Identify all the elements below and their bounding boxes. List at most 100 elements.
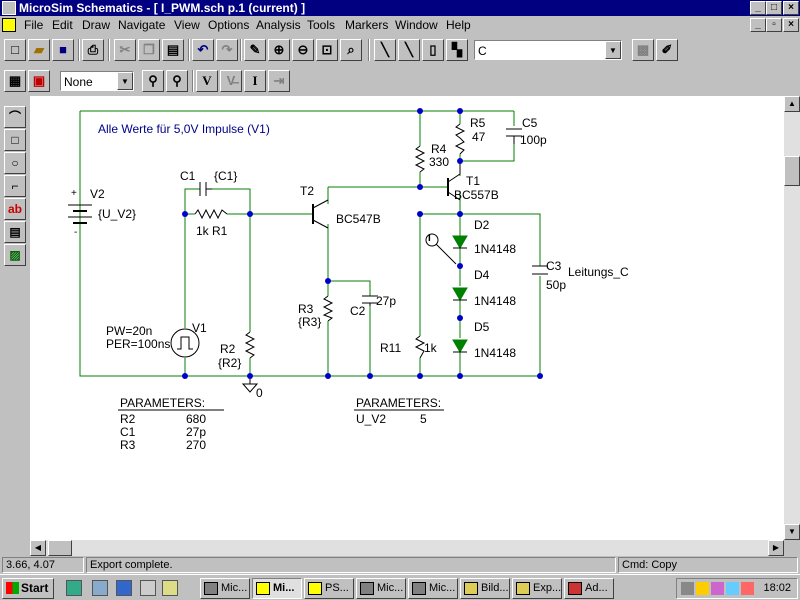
text-box-icon[interactable]: ▤ <box>4 221 26 243</box>
task-button[interactable]: Bild... <box>460 578 510 599</box>
draw-text-icon[interactable]: ab <box>4 198 26 220</box>
menu-edit[interactable]: Edit <box>52 18 73 32</box>
r2-ref: R2 <box>220 342 236 356</box>
paste-icon[interactable]: ▤ <box>162 39 184 61</box>
tray-icon[interactable] <box>696 582 709 595</box>
r11-value: 1k <box>424 341 437 355</box>
menu-analysis[interactable]: Analysis <box>256 18 301 32</box>
simulate-icon[interactable]: ▣ <box>28 70 50 92</box>
menu-tools[interactable]: Tools <box>307 18 336 32</box>
get-part-icon[interactable]: ▚ <box>446 39 468 61</box>
probe-current-icon[interactable]: ⚲ <box>166 70 188 92</box>
c3-value: 50p <box>546 278 567 292</box>
tray-icon[interactable] <box>741 582 754 595</box>
close-button[interactable]: × <box>783 1 799 15</box>
quicklaunch-icon[interactable] <box>162 580 178 596</box>
task-button[interactable]: Ad... <box>564 578 614 599</box>
edit-attributes-icon[interactable]: ✐ <box>656 39 678 61</box>
horizontal-scroll-thumb[interactable] <box>48 540 72 556</box>
quicklaunch-icon[interactable] <box>66 580 82 596</box>
vertical-scrollbar[interactable]: ▲ ▼ <box>784 96 800 540</box>
task-button[interactable]: PS... <box>304 578 354 599</box>
tray-icon[interactable] <box>726 582 739 595</box>
task-button-active[interactable]: Mi... <box>252 578 302 599</box>
task-button[interactable]: Mic... <box>200 578 250 599</box>
params-left-value: 680 <box>186 412 207 426</box>
draw-arc-icon[interactable]: ⌒ <box>4 106 26 128</box>
draw-block-icon[interactable]: ▯ <box>422 39 444 61</box>
vertical-scroll-thumb[interactable] <box>784 156 800 186</box>
draw-box-icon[interactable]: □ <box>4 129 26 151</box>
zoom-area-icon[interactable]: ⊡ <box>316 39 338 61</box>
draw-polyline-icon[interactable]: ⌐ <box>4 175 26 197</box>
draw-bus-icon[interactable]: ╲ <box>398 39 420 61</box>
clock[interactable]: 18:02 <box>763 582 791 594</box>
menu-draw[interactable]: Draw <box>82 18 111 32</box>
scroll-up-icon[interactable]: ▲ <box>784 96 800 112</box>
doc-close-button[interactable]: × <box>783 18 799 32</box>
task-button[interactable]: Mic... <box>356 578 406 599</box>
edit-symbol-icon[interactable]: ▩ <box>632 39 654 61</box>
minimize-button[interactable]: _ <box>750 1 766 15</box>
undo-icon[interactable]: ↶ <box>192 39 214 61</box>
chevron-down-icon[interactable]: ▼ <box>605 41 621 59</box>
v1-ref: V1 <box>192 321 207 335</box>
d5-ref: D5 <box>474 320 490 334</box>
new-file-icon[interactable]: □ <box>4 39 26 61</box>
zoom-in-icon[interactable]: ⊕ <box>268 39 290 61</box>
probe-icon[interactable]: ⚲ <box>142 70 164 92</box>
menu-file[interactable]: File <box>24 18 44 32</box>
menu-help[interactable]: Help <box>446 18 471 32</box>
doc-minimize-button[interactable]: _ <box>750 18 766 32</box>
params-right-header: PARAMETERS: <box>356 396 442 410</box>
zoom-fit-icon[interactable]: ⌕ <box>340 39 362 61</box>
doc-restore-button[interactable]: ▫ <box>766 18 782 32</box>
menu-navigate[interactable]: Navigate <box>118 18 166 32</box>
r2-value: {R2} <box>218 356 242 370</box>
schematic-note: Alle Werte für 5,0V Impulse (V1) <box>98 122 270 136</box>
filter-combo[interactable]: None ▼ <box>60 71 134 91</box>
tray-icon[interactable] <box>681 582 694 595</box>
insert-picture-icon[interactable]: ▨ <box>4 244 26 266</box>
save-icon[interactable]: ■ <box>52 39 74 61</box>
schematic-canvas[interactable]: Alle Werte für 5,0V Impulse (V1) V2 {U_V… <box>30 96 784 540</box>
copy-icon[interactable]: ❐ <box>138 39 160 61</box>
task-button[interactable]: Mic... <box>408 578 458 599</box>
part-combo[interactable]: C ▼ <box>474 40 622 60</box>
draw-circle-icon[interactable]: ○ <box>4 152 26 174</box>
chevron-down-icon[interactable]: ▼ <box>117 72 133 90</box>
cut-icon[interactable]: ✂ <box>114 39 136 61</box>
browser-icon[interactable] <box>116 580 132 596</box>
task-button[interactable]: Exp... <box>512 578 562 599</box>
maximize-button[interactable]: □ <box>766 1 782 15</box>
document-icon[interactable] <box>2 18 16 32</box>
menu-window[interactable]: Window <box>395 18 438 32</box>
redraw-icon[interactable]: ✎ <box>244 39 266 61</box>
app-icon[interactable] <box>2 1 16 15</box>
current-marker-icon[interactable]: I <box>244 70 266 92</box>
diff-voltage-marker-icon[interactable]: V̶ <box>220 70 242 92</box>
draw-wire-icon[interactable]: ╲ <box>374 39 396 61</box>
zoom-out-icon[interactable]: ⊖ <box>292 39 314 61</box>
menu-view[interactable]: View <box>174 18 200 32</box>
power-marker-icon[interactable]: ⇥ <box>268 70 290 92</box>
menu-bar: File Edit Draw Navigate View Options Ana… <box>0 16 800 34</box>
print-icon[interactable]: ⎙ <box>82 39 104 61</box>
start-button[interactable]: Start <box>2 578 54 599</box>
setup-icon[interactable]: ▦ <box>4 70 26 92</box>
open-folder-icon[interactable]: ▰ <box>28 39 50 61</box>
scroll-down-icon[interactable]: ▼ <box>784 524 800 540</box>
redo-icon[interactable]: ↷ <box>216 39 238 61</box>
params-left-name: R2 <box>120 412 136 426</box>
horizontal-scrollbar[interactable]: ◀ ▶ <box>30 540 784 556</box>
components <box>68 123 548 411</box>
voltage-marker-icon[interactable]: V <box>196 70 218 92</box>
scroll-left-icon[interactable]: ◀ <box>30 540 46 556</box>
quicklaunch-icon[interactable] <box>140 580 156 596</box>
quicklaunch-icon[interactable] <box>92 580 108 596</box>
status-bar: 3.66, 4.07 Export complete. Cmd: Copy <box>0 556 800 574</box>
menu-markers[interactable]: Markers <box>345 18 389 32</box>
tray-icon[interactable] <box>711 582 724 595</box>
menu-options[interactable]: Options <box>208 18 250 32</box>
scroll-right-icon[interactable]: ▶ <box>768 540 784 556</box>
